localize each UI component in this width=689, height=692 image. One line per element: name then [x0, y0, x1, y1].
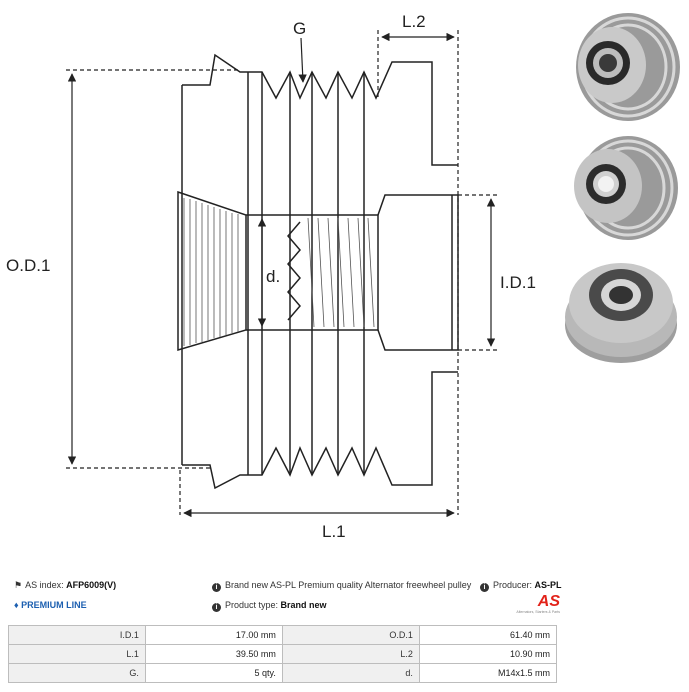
- info-icon: i: [212, 603, 221, 612]
- spec-value: 39.50 mm: [144, 644, 283, 664]
- pulley-photo-front-icon: [574, 136, 678, 240]
- pulley-bottom-profile: [182, 371, 458, 490]
- info-icon: i: [212, 583, 221, 592]
- spec-value: M14x1.5 mm: [418, 663, 558, 683]
- description-text: Brand new AS-PL Premium quality Alternat…: [225, 580, 472, 590]
- label-l2: L.2: [402, 12, 426, 31]
- pulley-photo-rear-icon: [565, 263, 677, 363]
- bore: [246, 214, 379, 331]
- label-l1: L.1: [322, 522, 346, 540]
- hub-spline-block: [177, 190, 247, 352]
- producer-value: AS-PL: [534, 580, 562, 590]
- spec-key: L.1: [8, 644, 146, 664]
- as-index-line: ⚑AS index: AFP6009(V): [14, 580, 117, 590]
- spec-key: G.: [8, 663, 146, 683]
- product-type-value: Brand new: [280, 600, 327, 610]
- label-id1: I.D.1: [500, 273, 536, 292]
- label-d: d.: [266, 267, 280, 286]
- label-od1: O.D.1: [6, 256, 50, 275]
- as-index-value: AFP6009(V): [66, 580, 117, 590]
- technical-drawing: G L.2 O.D.1 d. I.D.1 L.1: [6, 12, 536, 540]
- pulley-top-profile: [182, 53, 458, 166]
- description-line: i Brand new AS-PL Premium quality Alterna…: [212, 580, 471, 592]
- tag-icon: ⚑: [14, 580, 23, 590]
- label-g: G: [293, 19, 306, 38]
- right-hub: [377, 194, 459, 351]
- spec-value: 61.40 mm: [418, 625, 558, 645]
- spec-value: 5 qty.: [144, 663, 283, 683]
- premium-line-badge: ♦ PREMIUM LINE: [14, 600, 87, 610]
- spec-value: 17.00 mm: [144, 625, 283, 645]
- diamond-icon: ♦: [14, 600, 19, 610]
- logo-tagline: Alternators, Starters & Parts: [516, 610, 560, 614]
- pulley-photo-angled-icon: [576, 13, 680, 121]
- spec-key: d.: [281, 663, 420, 683]
- as-pl-logo: AS Alternators, Starters & Parts: [510, 594, 560, 618]
- logo-text: AS: [537, 593, 560, 610]
- spec-value: 10.90 mm: [418, 644, 558, 664]
- table-row: G.5 qty.d.M14x1.5 mm: [8, 663, 558, 683]
- spec-key: L.2: [281, 644, 420, 664]
- spec-key: I.D.1: [8, 625, 146, 645]
- spec-key: O.D.1: [281, 625, 420, 645]
- info-icon: i: [480, 583, 489, 592]
